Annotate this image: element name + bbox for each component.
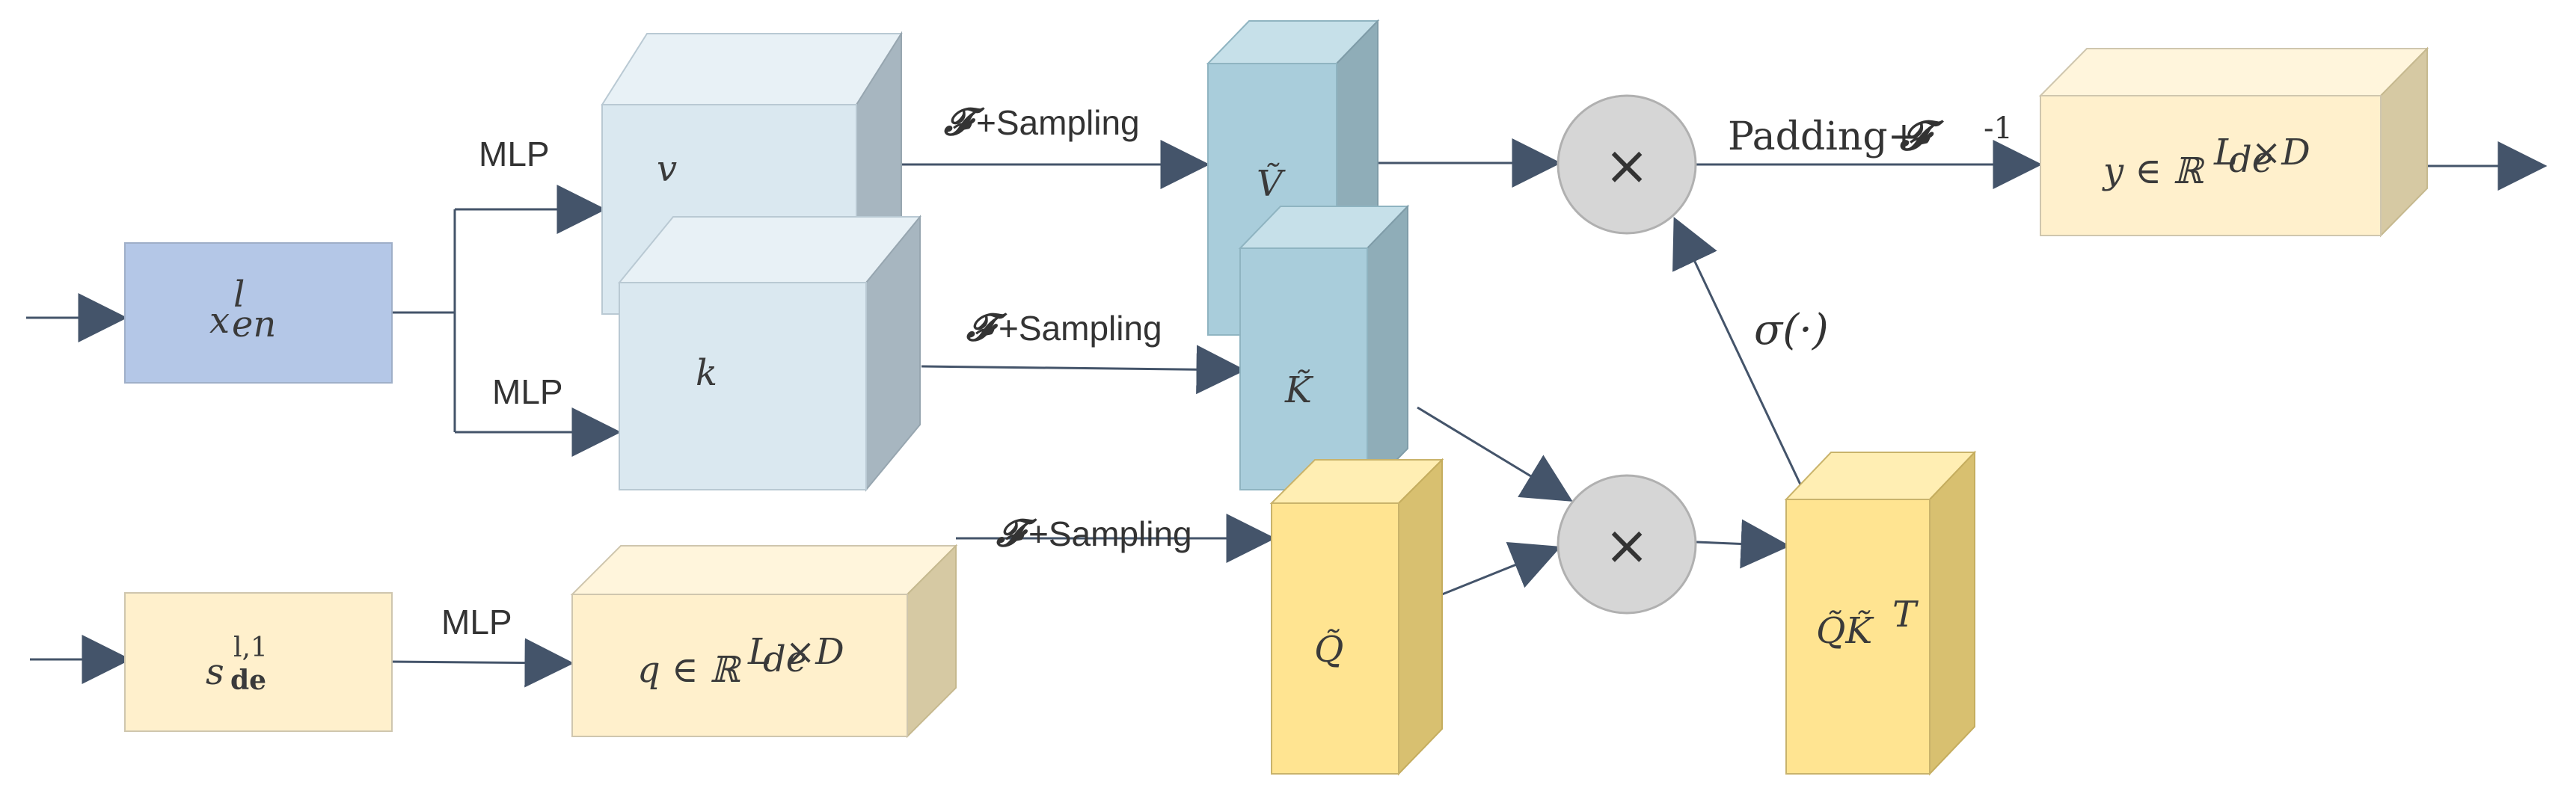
y-label-sup: L [2213,132,2238,173]
arrow-s-to-q [390,638,574,688]
q-label-base: q ∈ ℝ [637,649,742,691]
cube-q: q ∈ ℝ L de ×D [570,544,958,739]
svg-text:-1: -1 [1984,111,2013,146]
cube-k: k [617,215,922,492]
cube-y: y ∈ ℝ L de ×D [2038,46,2429,238]
svg-text:+Sampling: +Sampling [976,103,1140,142]
q-label-sup: L [747,631,772,673]
y-label-base: y ∈ ℝ [2102,150,2205,192]
fs-label-k: 𝓕 +Sampling [966,305,1162,349]
input-s-block: s l,1 de [124,592,393,732]
sigma-label: σ(·) [1754,306,1829,354]
arrow-QK-to-mult1 [1672,217,1803,487]
svg-text:𝓕: 𝓕 [1899,111,1945,159]
arrow-mult2-to-QK [1696,519,1791,569]
svg-text:Padding+: Padding+ [1728,114,1920,159]
svg-text:+Sampling: +Sampling [1028,514,1192,553]
cube-Q-tilde: Q̃ [1269,458,1444,776]
v-label: v [657,148,677,190]
x-en-sup: l [233,274,245,316]
k-label: k [696,352,717,394]
svg-text:+Sampling: +Sampling [999,309,1162,348]
padding-label: Padding+ 𝓕 -1 [1728,111,2013,159]
q-label-tail: ×D [785,631,844,673]
multiply-icon: × [1604,514,1649,576]
x-en-sub: en [232,304,276,345]
Q-tilde-label: Q̃ [1314,627,1343,671]
connectors [26,138,2548,688]
K-tilde-label: K̃ [1284,368,1314,411]
mlp-label-q: MLP [441,603,512,641]
fs-label-q: 𝓕 +Sampling [996,511,1192,555]
s-de-sub: de [230,665,266,696]
q-label-supsub: de [763,638,807,680]
multiply-op-top: × [1557,94,1697,235]
multiply-icon: × [1604,134,1649,197]
cube-K-tilde: K̃ [1238,204,1410,492]
QK-label-sup: T [1892,594,1919,635]
y-label-supsub: de [2229,139,2273,181]
y-label-tail: ×D [2251,132,2310,173]
cube-QK: Q̃K̃ T [1784,450,1977,776]
arrow-K-to-mult2 [1417,406,1573,502]
multiply-op-bottom: × [1557,474,1697,615]
arrow-Q-to-mult2 [1441,541,1562,596]
s-de-sup: l,1 [233,633,268,663]
mlp-label-k: MLP [492,372,563,411]
arrow-k-to-K [921,345,1246,395]
fs-label-v: 𝓕 +Sampling [943,99,1140,144]
V-tilde-label: Ṽ [1257,162,1286,205]
s-de-base: s [206,651,224,693]
x-en-base: x [209,300,230,342]
input-x-block: x l en [124,242,393,384]
QK-label-base: Q̃K̃ [1816,609,1874,652]
mlp-label-v: MLP [479,135,550,173]
